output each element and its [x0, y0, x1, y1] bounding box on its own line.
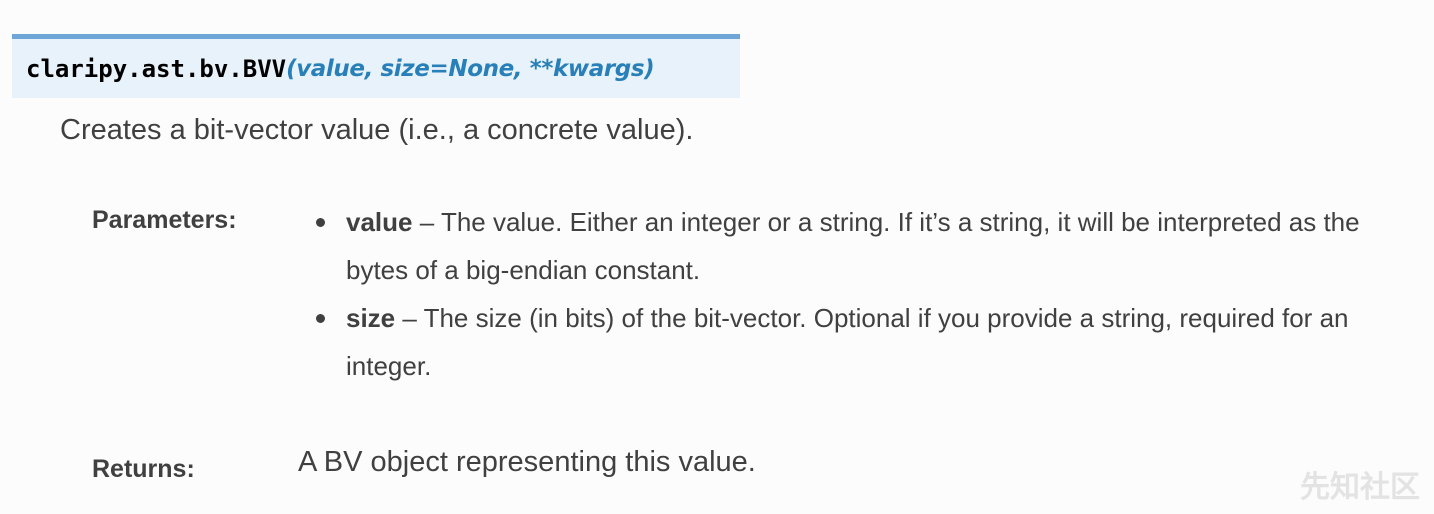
- function-params: (value, size=None, **kwargs): [286, 55, 655, 82]
- returns-label: Returns:: [92, 455, 195, 483]
- parameter-name: value: [346, 207, 413, 237]
- function-signature: claripy.ast.bv.BVV(value, size=None, **k…: [12, 34, 740, 98]
- bullet-icon: [316, 314, 325, 323]
- parameter-description: – The value. Either an integer or a stri…: [346, 207, 1360, 285]
- parameters-list: value – The value. Either an integer or …: [316, 198, 1391, 390]
- watermark-logo: 先知社区: [1300, 470, 1420, 505]
- function-description: Creates a bit-vector value (i.e., a conc…: [60, 114, 694, 146]
- parameters-label: Parameters:: [92, 206, 237, 234]
- returns-description: A BV object representing this value.: [298, 446, 756, 478]
- parameter-item-size: size – The size (in bits) of the bit-vec…: [316, 294, 1391, 390]
- bullet-icon: [316, 218, 325, 227]
- parameter-description: – The size (in bits) of the bit-vector. …: [346, 303, 1349, 381]
- function-name: claripy.ast.bv.BVV: [26, 54, 287, 83]
- parameter-name: size: [346, 303, 396, 333]
- parameter-item-value: value – The value. Either an integer or …: [316, 198, 1391, 294]
